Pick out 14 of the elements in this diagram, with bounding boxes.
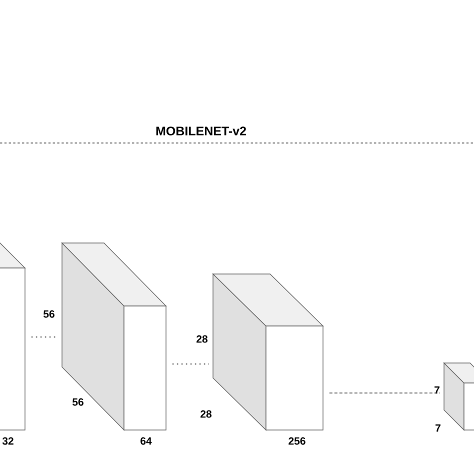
title: MOBILENET-v2 [156, 126, 246, 136]
dotted-connector [329, 392, 440, 394]
dotted-connector [172, 363, 209, 365]
dotted-connector [31, 336, 58, 338]
dimension-label: 7 [436, 424, 440, 432]
dimension-label: 32 [2, 437, 14, 445]
dimension-label: 7 [434, 386, 440, 394]
dimension-label: 56 [44, 310, 54, 318]
dimension-label: 28 [196, 335, 208, 343]
dimension-label: 256 [288, 437, 306, 445]
dimension-label: 64 [140, 437, 152, 445]
cuboid-drawing [0, 242, 26, 430]
dimension-label: 28 [200, 410, 212, 418]
dimension-label: 56 [72, 398, 84, 406]
